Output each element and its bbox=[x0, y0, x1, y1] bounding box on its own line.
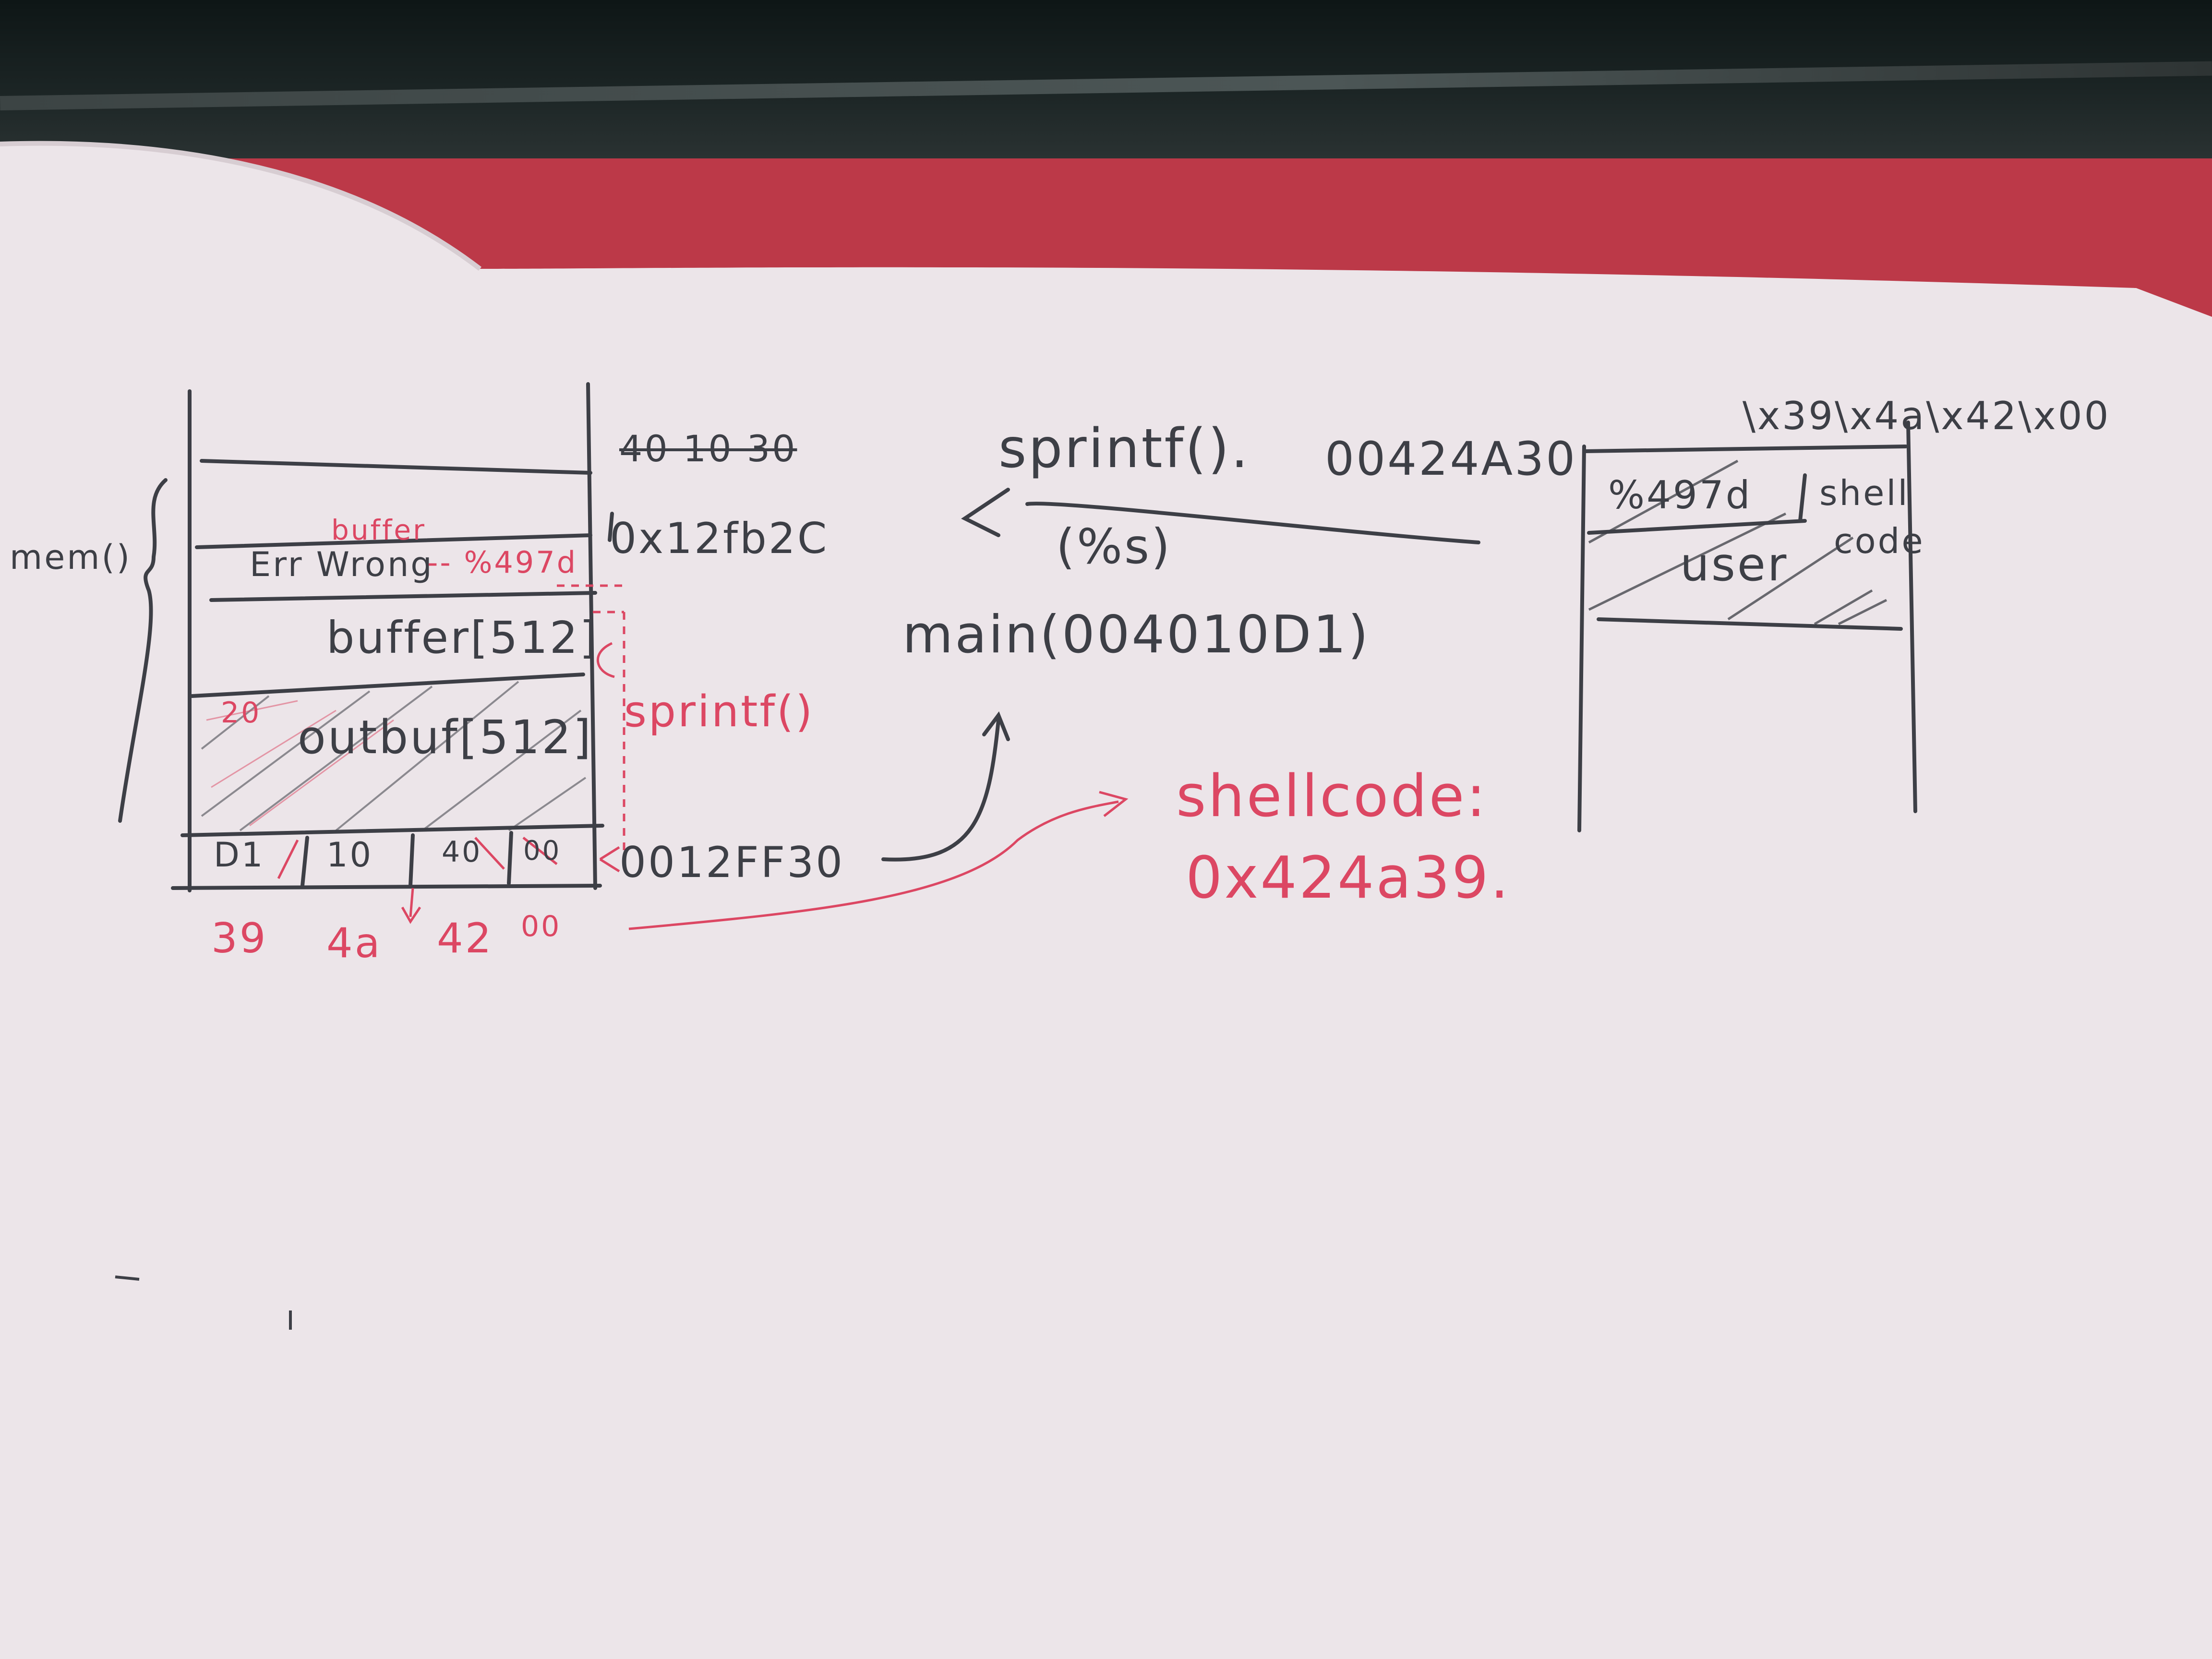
main-pointer-head bbox=[982, 711, 1010, 741]
buffer-label: buffer[512] bbox=[326, 612, 599, 663]
stack-row-line bbox=[190, 673, 585, 698]
stray-mark bbox=[115, 1275, 140, 1281]
address-bottom: 0012FF30 bbox=[619, 838, 845, 887]
sprintf-underline bbox=[1025, 502, 1480, 544]
payload-row-line bbox=[1597, 617, 1903, 631]
payload-top-line bbox=[1582, 445, 1908, 453]
overwrite-byte: 00 bbox=[521, 910, 562, 943]
overwrite-byte: 4a bbox=[326, 919, 382, 967]
mem-brace bbox=[118, 478, 168, 823]
sprintf-call: sprintf(). bbox=[998, 418, 1250, 480]
stack-cell-00: 00 bbox=[523, 835, 562, 866]
stack-diagram-lines bbox=[118, 382, 1480, 892]
err-wrong-label: Err Wrong bbox=[250, 545, 434, 584]
address-tick bbox=[608, 512, 614, 542]
red-hatching bbox=[206, 700, 394, 827]
stack-row-line bbox=[209, 591, 597, 602]
payload-code-label: code bbox=[1834, 521, 1925, 561]
overwrite-byte: 39 bbox=[211, 914, 268, 962]
sprintf-arg: (%s) bbox=[1056, 518, 1172, 575]
outbuf-label: outbuf[512] bbox=[298, 710, 593, 764]
outbuf-hatching bbox=[201, 681, 587, 831]
payload-format-cell: %497d bbox=[1608, 473, 1752, 517]
paper-surface bbox=[0, 143, 2212, 1659]
sprintf-address: 00424A30 bbox=[1325, 432, 1577, 486]
stack-right-wall bbox=[586, 382, 597, 890]
payload-left-wall bbox=[1577, 445, 1586, 832]
return-arrow-head bbox=[961, 488, 1010, 537]
mem-label: mem() bbox=[10, 538, 132, 577]
address-top: 0x12fb2C bbox=[610, 514, 829, 563]
payload-diagram-lines bbox=[1577, 421, 1917, 832]
stack-cell-divider bbox=[409, 833, 415, 888]
stack-row-line bbox=[195, 533, 592, 549]
stack-cell-divider bbox=[507, 831, 513, 885]
payload-user-label: user bbox=[1680, 538, 1789, 591]
shellcode-label: shellcode: bbox=[1176, 763, 1488, 830]
sprintf-side-label: sprintf() bbox=[624, 686, 815, 737]
main-call: main(004010D1) bbox=[902, 605, 1370, 665]
crossed-address: 40 10 30 bbox=[619, 427, 797, 470]
overwrite-byte: 42 bbox=[437, 914, 493, 962]
payload-cell-divider bbox=[1798, 473, 1807, 523]
format-specifier: -- %497d bbox=[427, 545, 578, 580]
paper-fold bbox=[0, 141, 482, 271]
stack-cell-divider bbox=[301, 836, 309, 888]
main-pointer-arrow bbox=[881, 718, 1000, 862]
buffer-note: buffer bbox=[331, 514, 426, 546]
payload-shell-label: shell bbox=[1819, 473, 1910, 513]
payload-hatching bbox=[1588, 459, 1887, 625]
red-pen-marks bbox=[277, 584, 1129, 930]
payload-right-wall bbox=[1906, 421, 1917, 813]
stack-row-line bbox=[171, 884, 602, 890]
stack-row-line bbox=[180, 824, 604, 837]
stack-cell-d1: D1 bbox=[214, 835, 265, 875]
stack-row-line bbox=[200, 459, 592, 475]
stack-cell-10: 10 bbox=[326, 835, 373, 875]
outbuf-note: 20 bbox=[221, 696, 262, 730]
stack-cell-40: 40 bbox=[442, 835, 482, 869]
payload-bytes: \x39\x4a\x42\x00 bbox=[1743, 394, 2111, 438]
shellcode-value: 0x424a39. bbox=[1186, 845, 1511, 912]
